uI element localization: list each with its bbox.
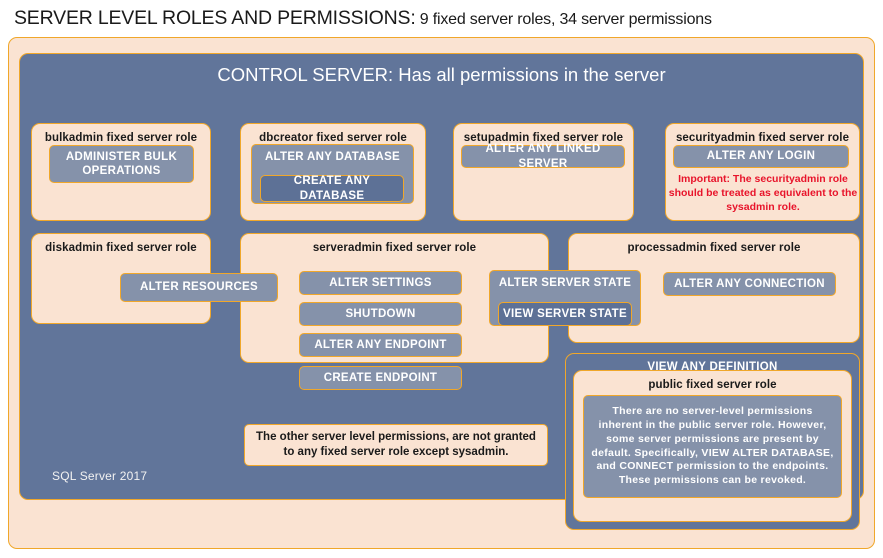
page-title: SERVER LEVEL ROLES AND PERMISSIONS: 9 fi… [14, 7, 874, 33]
permission-alter-settings: ALTER SETTINGS [299, 271, 462, 295]
permission-alter-any-login: ALTER ANY LOGIN [673, 145, 849, 168]
permission-alter-any-database-label: ALTER ANY DATABASE [264, 151, 401, 163]
permission-create-endpoint: CREATE ENDPOINT [299, 366, 462, 390]
role-box-securityadmin: securityadmin fixed server role [665, 123, 860, 221]
permission-view-server-state: VIEW SERVER STATE [498, 302, 632, 326]
control-server-label: CONTROL SERVER: Has all permissions in t… [217, 64, 666, 85]
page-title-subtitle: 9 fixed server roles, 34 server permissi… [415, 11, 712, 28]
public-role-note-text: There are no server-level permissions in… [591, 404, 834, 487]
permission-alter-any-endpoint: ALTER ANY ENDPOINT [299, 333, 462, 357]
permission-administer-bulk-operations: ADMINISTER BULK OPERATIONS [49, 145, 194, 183]
other-permissions-note: The other server level permissions, are … [244, 424, 548, 466]
permission-shutdown: SHUTDOWN [299, 302, 462, 326]
permission-alter-any-connection: ALTER ANY CONNECTION [663, 272, 836, 296]
page-title-main: SERVER LEVEL ROLES AND PERMISSIONS: [14, 7, 416, 29]
permission-alter-server-state-label: ALTER SERVER STATE [498, 277, 632, 289]
sql-server-version-label: SQL Server 2017 [52, 469, 148, 483]
permission-alter-any-linked-server: ALTER ANY LINKED SERVER [461, 143, 625, 170]
permission-create-any-database: CREATE ANY DATABASE [260, 175, 404, 202]
other-permissions-note-text: The other server level permissions, are … [256, 431, 536, 458]
permission-alter-resources: ALTER RESOURCES [120, 273, 278, 302]
role-box-setupadmin: setupadmin fixed server role [453, 123, 634, 221]
role-label-dbcreator: dbcreator fixed server role [259, 132, 407, 144]
role-label-public: public fixed server role [648, 379, 777, 391]
role-label-diskadmin: diskadmin fixed server role [45, 242, 197, 254]
public-role-note: There are no server-level permissions in… [583, 395, 842, 498]
role-label-processadmin: processadmin fixed server role [627, 242, 801, 254]
role-label-securityadmin: securityadmin fixed server role [675, 132, 850, 144]
role-label-serveradmin: serveradmin fixed server role [312, 242, 477, 254]
role-label-setupadmin: setupadmin fixed server role [463, 132, 624, 144]
securityadmin-warning-note: Important: The securityadmin role should… [668, 173, 858, 214]
role-label-bulkadmin: bulkadmin fixed server role [44, 132, 198, 144]
